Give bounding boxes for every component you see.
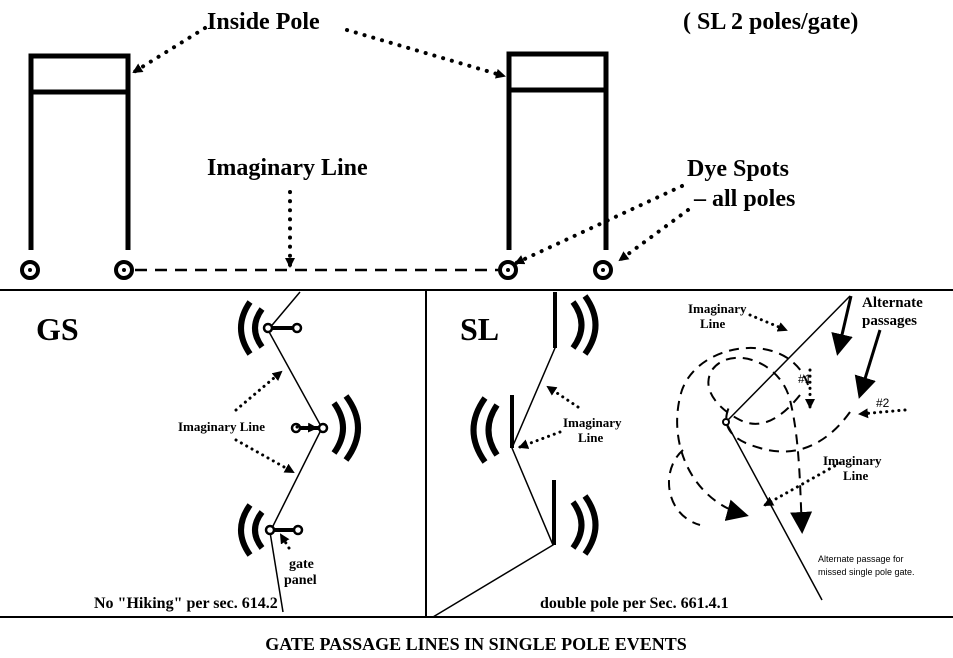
sl-panel: SL Imaginary Line [432,292,923,618]
sl-imaginary-line-label-1a: Imaginary [563,415,622,430]
inside-pole-arrow-left [132,26,207,74]
gs-caption: No "Hiking" per sec. 614.2 [94,595,278,612]
gs-panel: GS [36,291,361,613]
diagram-title: GATE PASSAGE LINES IN SINGLE POLE EVENTS [265,634,686,654]
gs-panel-label: panel [284,573,317,588]
dye-spot [20,260,40,280]
single-pole [722,418,730,426]
imaginary-line-label: Imaginary Line [207,155,368,181]
sl-zigzag-line [432,292,556,618]
sl-poles-note: ( SL 2 poles/gate) [683,9,858,35]
dye-spots [20,260,613,280]
left-gate [28,53,131,250]
sl-imaginary-line-label-2b: Line [700,316,726,331]
alternate-passages-label-1: Alternate [862,295,923,311]
gs-gate-3 [238,503,294,557]
missed-gate-note-1: Alternate passage for [818,554,904,564]
marker-1-label: #1 [798,372,812,386]
sl-missed-imaginary-line-lower [725,421,823,601]
right-gate [506,51,609,250]
sl-imaginary-line-label-3a: Imaginary [823,453,882,468]
sl-imaginary-line-label-3b: Line [843,468,869,483]
gs-title: GS [36,311,79,347]
all-poles-label: – all poles [693,186,795,212]
sl-caption: double pole per Sec. 661.4.1 [540,595,729,612]
gs-gate-1 [238,300,292,356]
missed-gate-note-2: missed single pole gate. [818,567,915,577]
gs-imaginary-line-label: Imaginary Line [178,419,265,434]
alternate-passages-label-2: passages [862,313,917,329]
inside-pole-arrow-right [345,28,506,79]
sl-imaginary-line-label-1b: Line [578,430,604,445]
gs-gate-label: gate [289,557,314,572]
dye-spot [114,260,134,280]
dye-spots-arrow-2 [618,208,690,262]
sl-title: SL [460,311,499,347]
dye-spots-arrow-1 [514,184,684,265]
sl-gate-arcs [470,294,599,556]
dye-spot [498,260,518,280]
top-section: Inside Pole ( SL 2 poles/gate) Imaginary… [20,9,858,280]
sl-imaginary-line-label-2a: Imaginary [688,301,747,316]
sl-missed-imaginary-line [725,295,851,423]
dye-spot [593,260,613,280]
marker-2-label: #2 [876,396,890,410]
dye-spots-label: Dye Spots [687,156,789,182]
alternate-passage-paths [668,346,851,534]
inside-pole-label: Inside Pole [207,9,320,35]
